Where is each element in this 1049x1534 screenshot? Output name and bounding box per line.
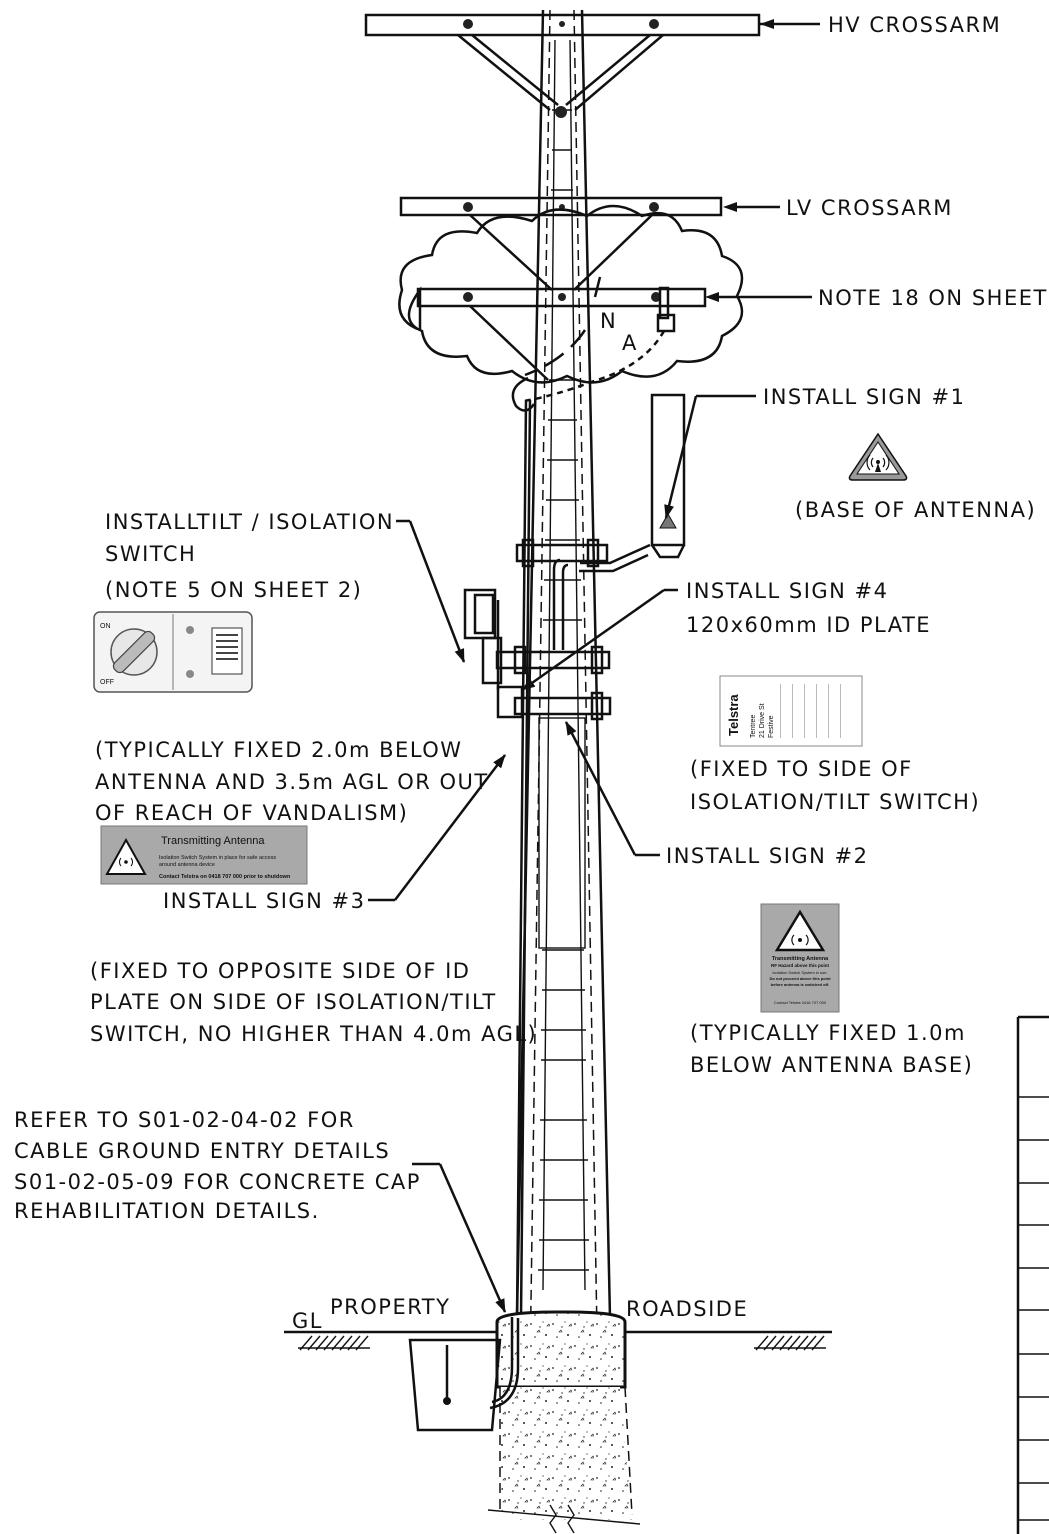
property-label: PROPERTY — [330, 1295, 450, 1319]
sign4-line2: 120x60mm ID PLATE — [686, 613, 931, 637]
sign3-image: Transmitting Antenna Isolation Switch Sy… — [100, 825, 308, 885]
sign2-image: Transmitting Antenna RF Hazard above thi… — [760, 903, 840, 1013]
note18-label: NOTE 18 ON SHEET 1 — [818, 286, 1049, 310]
hv-crossarm — [364, 13, 761, 118]
sign4-note2: ISOLATION/TILT SWITCH) — [690, 790, 980, 814]
revision-cloud — [398, 204, 744, 384]
id-plate-line3: Festive — [768, 715, 775, 738]
ground-hatch-left — [298, 1335, 370, 1351]
concrete-cap — [495, 1310, 627, 1389]
id-plate-line1: Tentree — [750, 715, 757, 738]
id-plate-line2: 21 Drive St — [759, 703, 766, 738]
switch-on-label: ON — [100, 623, 111, 630]
sign3-note2: ANTENNA AND 3.5m AGL OR OUT — [95, 770, 489, 794]
refer-line2: CABLE GROUND ENTRY DETAILS — [14, 1139, 390, 1163]
id-plate-image: Telstra Tentree 21 Drive St Festive — [719, 675, 863, 747]
switch-photo: ON OFF — [93, 611, 253, 693]
title-block-fragment — [1016, 1015, 1049, 1534]
sign2-image-line3: Do not proceed above this point — [769, 976, 831, 981]
refer-line1: REFER TO S01-02-04-02 FOR — [14, 1108, 355, 1132]
sign3-leader — [394, 754, 506, 901]
sign3-fix3: SWITCH, NO HIGHER THAN 4.0m AGL) — [90, 1022, 537, 1046]
sign2-image-line5: Contact Telstra 0418 707 000 — [774, 1000, 827, 1005]
sign2-image-title: Transmitting Antenna — [772, 956, 829, 962]
break-line — [487, 1509, 641, 1525]
note18-arrowhead — [705, 292, 719, 302]
sign3-fix1: (FIXED TO OPPOSITE SIDE OF ID — [90, 959, 470, 983]
conduit — [489, 1317, 520, 1410]
hv-crossarm-arrowhead — [760, 19, 774, 29]
sign2-image-line2: Isolation Switch System in use. — [772, 970, 827, 975]
lower-crossarm — [416, 286, 707, 381]
sign3-fix2: PLATE ON SIDE OF ISOLATION/TILT — [90, 990, 497, 1014]
sign3-image-title: Transmitting Antenna — [161, 835, 265, 847]
switch-leader — [408, 520, 466, 663]
feed-cable — [519, 399, 532, 1319]
sign1-hazard-icon — [848, 432, 908, 481]
sign4-note1: (FIXED TO SIDE OF — [690, 757, 913, 781]
sign3-title: INSTALL SIGN #3 — [163, 889, 366, 913]
sign3-image-line1: Isolation Switch System in place for saf… — [159, 855, 276, 861]
pole-footing — [500, 1387, 632, 1520]
id-plate-brand: Telstra — [726, 694, 741, 736]
sign1-note: (BASE OF ANTENNA) — [795, 498, 1036, 522]
sign3-image-line3: Contact Telstra on 0418 707 000 prior to… — [159, 874, 291, 880]
sign2-note2: BELOW ANTENNA BASE) — [690, 1053, 973, 1077]
antenna — [552, 393, 686, 650]
lv-crossarm-label: LV CROSSARM — [786, 196, 953, 220]
sign1-title: INSTALL SIGN #1 — [763, 385, 966, 409]
refer-line3: S01-02-05-09 FOR CONCRETE CAP — [14, 1170, 421, 1194]
sign4-line1: INSTALL SIGN #4 — [686, 579, 889, 603]
pole — [515, 9, 612, 1506]
sign3-image-line2: around antenna device — [159, 862, 215, 868]
switch-off-label: OFF — [100, 679, 114, 686]
ground-hatch-right — [754, 1335, 826, 1351]
phase-n-label: N — [600, 309, 617, 333]
lv-crossarm — [399, 196, 723, 291]
sign4-leader — [521, 588, 665, 692]
pole-clamp-upper — [515, 538, 609, 568]
n-a-conductor — [524, 276, 602, 377]
break-symbol — [549, 1504, 575, 1534]
mounting-plate — [538, 717, 586, 949]
isolation-switch-drawing — [463, 588, 503, 690]
switch-label-line3: (NOTE 5 ON SHEET 2) — [105, 578, 362, 602]
feed-cable-2 — [515, 399, 528, 1319]
cable-pit — [408, 1338, 502, 1432]
service-cable — [523, 330, 666, 403]
sign2-leader — [564, 721, 637, 856]
ground-level-label: GL — [292, 1309, 323, 1333]
hv-crossarm-label: HV CROSSARM — [828, 13, 1001, 37]
sign2-title: INSTALL SIGN #2 — [666, 844, 869, 868]
pole-clamp-lower — [496, 685, 612, 721]
switch-label-line1: INSTALLTILT / ISOLATION — [105, 510, 394, 534]
sign2-note1: (TYPICALLY FIXED 1.0m — [690, 1021, 966, 1045]
sign2-image-line1: RF Hazard above this point — [771, 963, 830, 968]
refer-line4: REHABILITATION DETAILS. — [14, 1199, 320, 1223]
sign3-note1: (TYPICALLY FIXED 2.0m BELOW — [95, 738, 463, 762]
sign2-image-line4: before antenna is switched off. — [771, 982, 830, 987]
roadside-label: ROADSIDE — [626, 1297, 748, 1321]
switch-label-line2: SWITCH — [105, 542, 196, 566]
footing-edge-right — [624, 1386, 633, 1516]
refer-leader — [438, 1163, 507, 1313]
sign1-leader — [664, 395, 698, 519]
sign3-note3: OF REACH OF VANDALISM) — [95, 801, 408, 825]
pit-earth-point — [443, 1397, 451, 1405]
phase-a-label: A — [622, 331, 638, 355]
lv-crossarm-arrowhead — [723, 202, 737, 212]
